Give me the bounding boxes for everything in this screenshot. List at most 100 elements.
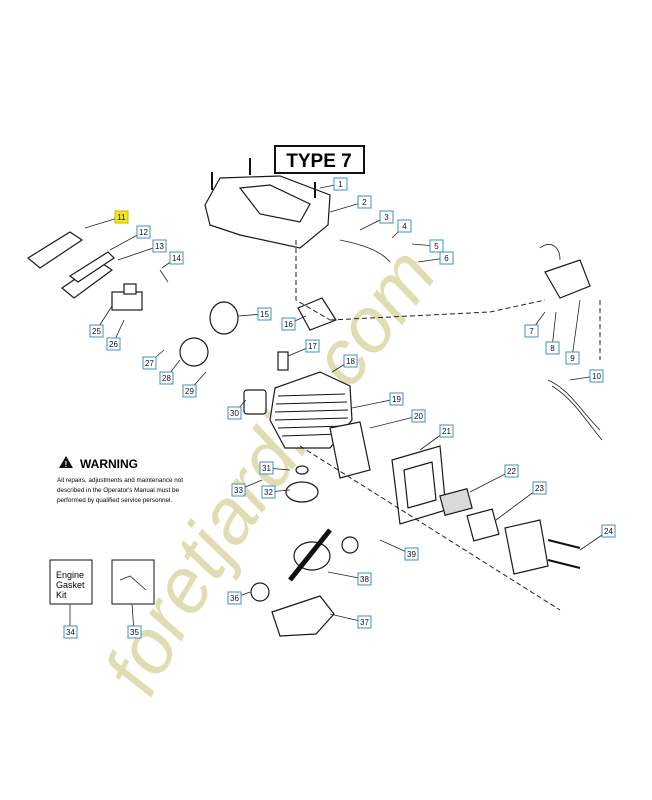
callout-label-33: 33 [234, 486, 243, 495]
callout-box-11 [114, 210, 129, 224]
callout-label-16: 16 [284, 320, 293, 329]
filter-base-part [61, 251, 115, 299]
callout-label-5: 5 [434, 242, 439, 251]
warning-line-1: All repairs, adjustments and maintenance… [57, 477, 183, 484]
warning-heading: WARNING [80, 457, 138, 471]
svg-text:TYPE 7: TYPE 7 [286, 151, 351, 172]
callout-box-23 [532, 481, 547, 495]
callout-label-36: 36 [230, 594, 239, 603]
intake-manifold-part [179, 337, 209, 367]
callout-leader-22 [469, 470, 512, 493]
callout-box-28 [159, 371, 174, 385]
callout-label-6: 6 [444, 254, 449, 263]
callout-box-35 [127, 625, 142, 639]
callout-box-9 [565, 351, 580, 365]
callout-label-11: 11 [117, 213, 126, 222]
tool-box [111, 559, 155, 605]
callout-label-30: 30 [230, 409, 239, 418]
gasket-kit-box: Engine Gasket Kit [49, 559, 93, 605]
callout-leader-13 [117, 245, 160, 261]
warning-line-3: performed by qualified service personnel… [57, 497, 172, 504]
callout-box-1 [333, 177, 348, 191]
callout-label-1: 1 [338, 180, 343, 189]
callout-box-29 [182, 384, 197, 398]
intake-adapter-part [243, 389, 267, 415]
heat-shield-part [297, 297, 337, 331]
callout-label-13: 13 [155, 242, 164, 251]
callout-label-3: 3 [384, 213, 389, 222]
ignition-module-part [539, 244, 591, 299]
callout-leader-9 [571, 299, 581, 359]
callout-box-17 [305, 339, 320, 353]
callout-box-16 [281, 317, 296, 331]
callout-box-39 [404, 547, 419, 561]
callout-box-22 [504, 464, 519, 478]
callout-label-27: 27 [145, 359, 154, 368]
wire-harness-part [547, 379, 601, 431]
callout-box-21 [439, 424, 454, 438]
callout-label-19: 19 [392, 395, 401, 404]
callout-label-2: 2 [362, 198, 367, 207]
callout-box-4 [397, 219, 412, 233]
fuel-line-part [339, 239, 391, 263]
callout-leader-19 [351, 398, 397, 409]
callout-box-37 [357, 615, 372, 629]
callout-box-3 [379, 210, 394, 224]
callout-label-14: 14 [172, 254, 181, 263]
callout-label-25: 25 [92, 327, 101, 336]
spark-arrestor-part [439, 487, 473, 517]
warning-line-2: described in the Operator's Manual must … [57, 487, 179, 494]
callout-box-36 [227, 591, 242, 605]
muffler-part [391, 445, 447, 525]
callout-box-14 [169, 251, 184, 265]
callout-label-34: 34 [66, 628, 75, 637]
callout-label-38: 38 [360, 575, 369, 584]
callout-label-32: 32 [264, 488, 273, 497]
callout-label-9: 9 [570, 354, 575, 363]
callout-box-20 [411, 409, 426, 423]
callout-box-6 [439, 251, 454, 265]
piston-part [285, 481, 319, 503]
svg-text:!: ! [65, 460, 68, 469]
muffler-gasket-part [329, 421, 371, 479]
muffler-screen-part [466, 508, 500, 542]
callout-label-24: 24 [604, 527, 613, 536]
callout-label-23: 23 [535, 484, 544, 493]
callout-label-21: 21 [442, 427, 451, 436]
callout-box-7 [524, 324, 539, 338]
warning-block: ! WARNING All repairs, adjustments and m… [57, 456, 183, 504]
callout-label-12: 12 [139, 228, 148, 237]
callout-label-20: 20 [414, 412, 423, 421]
callout-label-31: 31 [262, 464, 271, 473]
bearing-part [250, 582, 270, 602]
cylinder-cover-part [204, 158, 331, 249]
callout-label-37: 37 [360, 618, 369, 627]
callout-box-38 [357, 572, 372, 586]
callout-label-18: 18 [346, 357, 355, 366]
callout-label-35: 35 [130, 628, 139, 637]
callout-layer: 1234567891011121314151617181920212223242… [63, 177, 616, 639]
callout-leader-23 [495, 487, 540, 521]
callout-label-7: 7 [529, 327, 534, 336]
callout-label-39: 39 [407, 550, 416, 559]
callout-label-10: 10 [592, 372, 601, 381]
callout-label-15: 15 [260, 310, 269, 319]
callout-box-8 [545, 341, 560, 355]
type-title: TYPE 7 [274, 145, 365, 174]
callout-label-29: 29 [185, 387, 194, 396]
callout-box-2 [357, 195, 372, 209]
kit-line-1: Engine [56, 570, 84, 580]
callout-box-24 [601, 524, 616, 538]
callout-box-13 [152, 239, 167, 253]
carburetor-part [111, 283, 143, 311]
air-filter-part [26, 231, 84, 269]
callout-label-28: 28 [162, 374, 171, 383]
callout-box-12 [136, 225, 151, 239]
callout-box-15 [257, 307, 272, 321]
callout-box-33 [231, 483, 246, 497]
spark-plug-part [277, 351, 289, 371]
callout-label-8: 8 [550, 344, 555, 353]
callout-leader-20 [369, 415, 419, 429]
kit-line-2: Gasket [56, 580, 85, 590]
callout-box-19 [389, 392, 404, 406]
